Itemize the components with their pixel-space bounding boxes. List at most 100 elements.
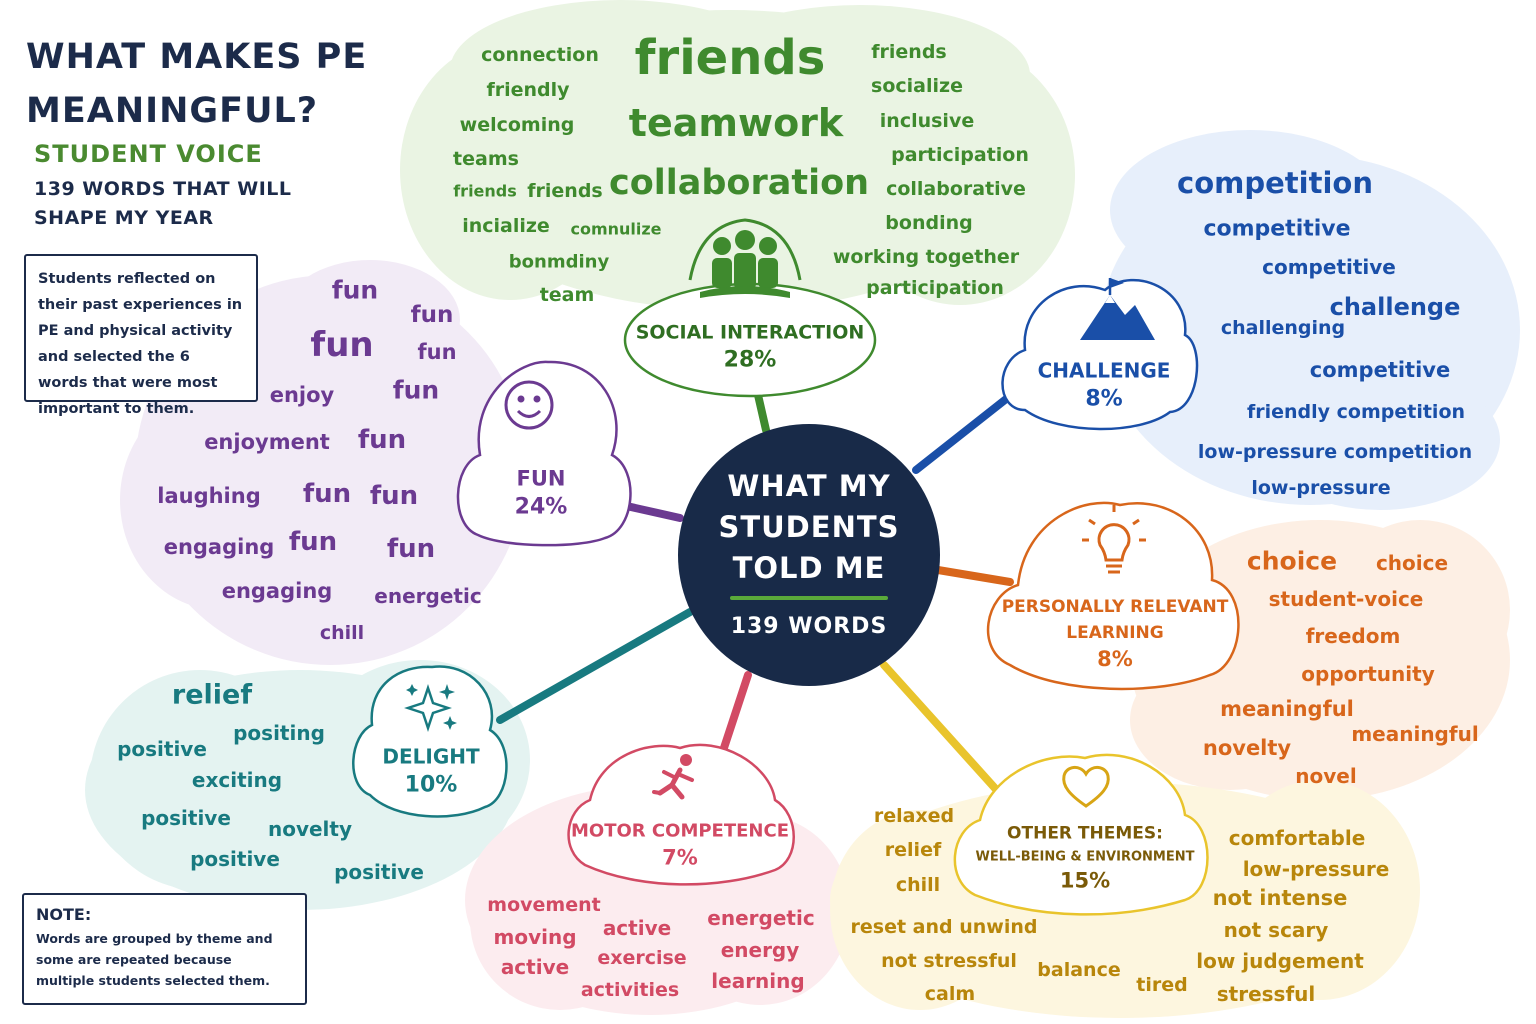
social-word: friendly [486,79,570,101]
fun-word: fun [331,275,379,305]
hub-line-3: TOLD ME [732,551,886,585]
other-name-2: WELL-BEING & ENVIRONMENT [975,849,1195,865]
delight-word: positive [141,806,231,830]
social-connector [754,391,770,434]
subline-1: 139 WORDS THAT WILL [34,178,292,200]
social-word: friends [527,180,603,202]
title-line-2: MEANINGFUL? [26,91,319,131]
note-box: NOTE: Words are grouped by theme and som… [22,893,307,1005]
delight-connector [496,608,694,724]
fun-word: laughing [157,484,261,508]
hub-divider [730,596,888,600]
delight-word: positive [334,860,424,884]
fun-word: fun [410,302,454,328]
fun-word: chill [319,622,365,644]
hub-title: WHAT MY STUDENTS TOLD ME [678,466,940,589]
social-word: friends [634,30,826,86]
challenge-word: competitive [1262,255,1396,279]
fun-word: fun [386,534,436,564]
fun-word: fun [288,527,338,557]
social-name: SOCIAL INTERACTION [635,321,865,344]
fun-word: enjoy [269,383,335,407]
delight-word: positing [233,721,325,745]
intro-box: Students reflected on their past experie… [24,254,258,417]
other-word: comfortable [1228,826,1366,850]
delight-pct: 10% [404,772,458,798]
title-line-1: WHAT MAKES PE [26,37,368,77]
hub-word-count: 139 WORDS [730,614,888,639]
other-label: OTHER THEMES: WELL-BEING & ENVIRONMENT 1… [976,824,1195,893]
challenge-word: friendly competition [1246,401,1466,423]
social-word: connection [481,44,599,66]
challenge-word: competition [1177,166,1373,200]
group-of-people-icon [688,218,802,298]
fun-label-cloud [456,360,632,547]
fun-connector [618,501,684,522]
challenge-connector [912,388,1019,474]
motor-connector [716,671,752,764]
delight-word: relief [171,679,253,711]
social-word: team [539,284,595,306]
relevant-word: novel [1295,764,1357,788]
social-word: incialize [462,215,550,237]
challenge-cloud-bg [1100,130,1520,510]
other-word: low judgement [1196,949,1364,973]
delight-word: positive [190,847,280,871]
heart-icon [1062,766,1110,808]
social-word: collaboration [608,163,870,203]
hub-line-1: WHAT MY [727,469,891,503]
motor-word: active [602,916,672,940]
challenge-name: CHALLENGE [1037,358,1171,383]
social-word: working together [832,246,1020,268]
delight-name: DELIGHT [382,744,480,769]
motor-label-cloud [567,743,795,886]
sparkles-icon [404,684,457,732]
relevant-word: choice [1246,546,1338,576]
other-word: calm [924,983,976,1005]
relevant-word: novelty [1202,736,1292,760]
challenge-word: low-pressure competition [1197,441,1473,463]
delight-word: novelty [267,817,353,841]
lightbulb-icon [1082,505,1146,574]
fun-word: fun [417,340,457,364]
motor-label: MOTOR COMPETENCE 7% [571,821,789,870]
challenge-word: low-pressure [1251,477,1391,499]
relevant-connector [934,566,1014,586]
social-word: friends [871,41,947,63]
delight-word: exciting [191,768,283,792]
social-word: participation [866,277,1004,299]
social-word: collaborative [886,178,1026,200]
relevant-name-2: LEARNING [1066,623,1164,643]
motor-word: active [500,955,570,979]
social-word: bonmdiny [508,251,610,273]
social-label: SOCIAL INTERACTION 28% [636,322,865,373]
challenge-label: CHALLENGE 8% [1038,359,1171,412]
relevant-word: meaningful [1220,697,1354,721]
relevant-word: student-voice [1268,587,1424,611]
fun-word: fun [369,481,419,511]
social-word: welcoming [459,114,575,136]
motor-word: exercise [597,947,687,969]
challenge-word: competitive [1203,216,1351,242]
delight-label-cloud [352,665,508,818]
mountain-flag-icon [1080,278,1155,340]
social-word: socialize [871,75,963,97]
social-word: teamwork [628,101,844,145]
relevant-pct: 8% [1097,647,1133,671]
motor-word: movement [487,894,601,916]
central-hub: WHAT MY STUDENTS TOLD ME 139 WORDS [678,424,940,686]
social-word: inclusive [879,110,975,132]
relevant-word: freedom [1305,624,1401,648]
relevant-word: opportunity [1301,662,1435,686]
hub-line-2: STUDENTS [718,510,900,544]
other-word: relaxed [873,805,955,827]
social-word: participation [891,144,1029,166]
motor-word: energetic [707,906,815,930]
other-word: not intense [1212,886,1348,910]
subtitle: STUDENT VOICE [34,140,263,168]
running-person-icon [652,754,694,800]
motor-word: learning [711,969,805,993]
challenge-word: challenging [1220,317,1346,339]
fun-word: fun [392,375,440,405]
motor-word: activities [580,979,680,1001]
